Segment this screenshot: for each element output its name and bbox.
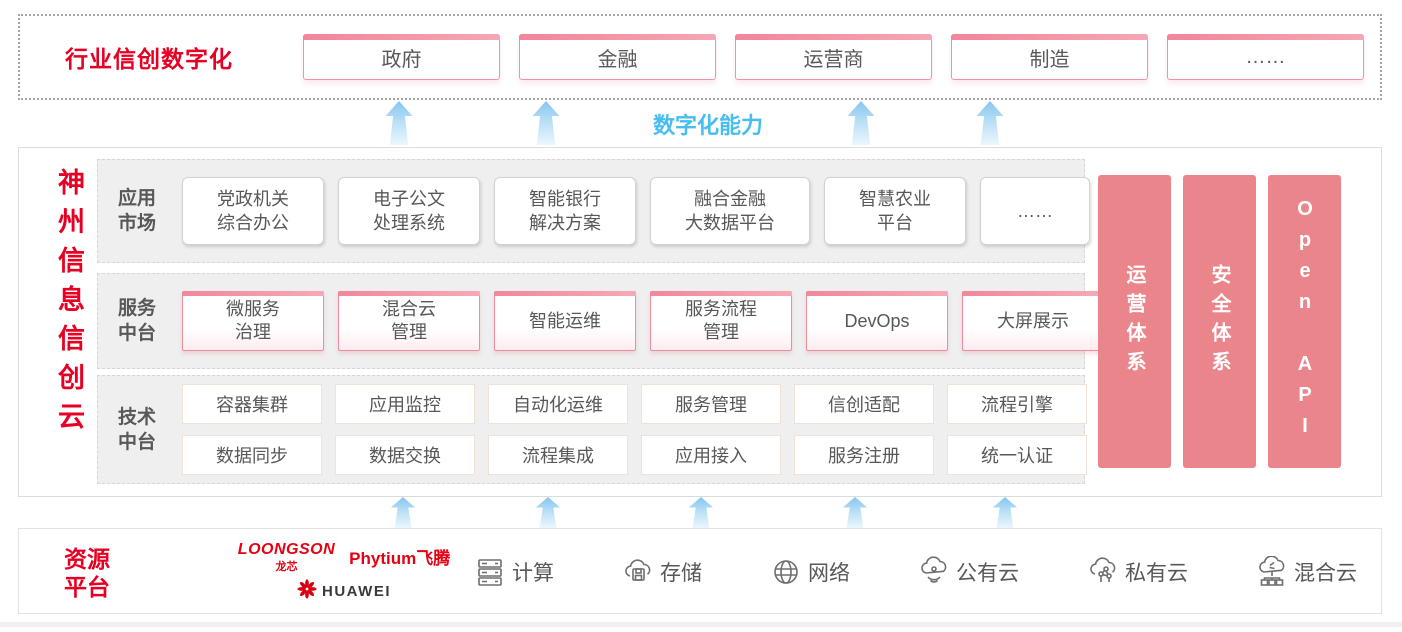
svc-box-service-process-mgmt: 服务流程 管理: [650, 291, 792, 351]
industry-band-title: 行业信创数字化: [65, 46, 233, 72]
private-cloud-icon: [1087, 556, 1119, 588]
up-arrow-icon: [385, 101, 413, 145]
resource-item-private-cloud: 私有云: [1087, 556, 1188, 588]
industry-box-finance: 金融: [519, 34, 716, 80]
pillar-security-system: 安全体系: [1183, 175, 1256, 468]
app-box-more: ……: [980, 177, 1090, 245]
svc-box-hybrid-cloud-mgmt: 混合云 管理: [338, 291, 480, 351]
public-cloud-icon: [918, 556, 950, 588]
up-arrow-icon: [532, 101, 560, 145]
tech-box-process-integration: 流程集成: [488, 435, 628, 475]
resource-item-network: 网络: [770, 556, 850, 588]
tech-box-service-mgmt: 服务管理: [641, 384, 781, 424]
resource-band: 资源 平台 LOONGSON 龙芯 Phytium飞腾: [18, 528, 1382, 614]
up-arrow-icon: [847, 101, 875, 145]
svc-box-big-screen: 大屏展示: [962, 291, 1104, 351]
capability-label: 数字化能力: [652, 113, 763, 138]
tech-box-data-exchange: 数据交换: [335, 435, 475, 475]
resource-item-hybrid-cloud: 混合云: [1256, 556, 1357, 588]
up-arrow-icon: [535, 497, 561, 528]
tech-middle-boxes: 容器集群 应用监控 自动化运维 服务管理 信创适配 流程引擎 数据同步 数据交换…: [182, 384, 1087, 475]
industry-box-operator: 运营商: [735, 34, 932, 80]
huawei-logo: HUAWEI: [219, 579, 469, 604]
vendor-logos: LOONGSON 龙芯 Phytium飞腾: [219, 541, 469, 604]
resource-item-compute: 计算: [474, 556, 554, 588]
service-middle-boxes: 微服务 治理 混合云 管理 智能运维 服务流程 管理 DevOps 大屏展示: [182, 291, 1104, 351]
svc-box-intelligent-ops: 智能运维: [494, 291, 636, 351]
platform-side-title: 神州信息信创云: [54, 168, 84, 441]
industry-box-manufacturing: 制造: [951, 34, 1148, 80]
resource-item-public-cloud: 公有云: [918, 556, 1019, 588]
svc-box-devops: DevOps: [806, 291, 948, 351]
tech-box-automated-ops: 自动化运维: [488, 384, 628, 424]
up-arrow-icon: [842, 497, 868, 528]
app-box-finance-bigdata: 融合金融 大数据平台: [650, 177, 810, 245]
hybrid-cloud-icon: [1256, 556, 1288, 588]
app-market-panel: 应用 市场 党政机关 综合办公 电子公文 处理系统 智能银行 解决方案 融合金融…: [97, 159, 1090, 263]
up-arrow-icon: [390, 497, 416, 528]
resource-item-storage: 存储: [622, 556, 702, 588]
industry-boxes: 政府 金融 运营商 制造 ……: [303, 34, 1364, 80]
up-arrow-icon: [976, 101, 1004, 145]
svc-box-microservice-governance: 微服务 治理: [182, 291, 324, 351]
tech-middle-label: 技术 中台: [118, 406, 157, 453]
huawei-flower-icon: [297, 579, 317, 604]
app-box-smart-agriculture: 智慧农业 平台: [824, 177, 966, 245]
platform-box: 神州信息信创云 应用 市场 党政机关 综合办公 电子公文 处理系统 智能银行 解…: [18, 147, 1382, 497]
industry-box-government: 政府: [303, 34, 500, 80]
resource-band-title: 资源 平台: [64, 546, 110, 600]
tech-box-app-monitoring: 应用监控: [335, 384, 475, 424]
phytium-logo: Phytium飞腾: [349, 549, 451, 568]
industry-band: 行业信创数字化 政府 金融 运营商 制造 ……: [18, 14, 1382, 100]
app-box-edoc-system: 电子公文 处理系统: [338, 177, 480, 245]
tech-box-data-sync: 数据同步: [182, 435, 322, 475]
tech-middle-panel: 技术 中台 容器集群 应用监控 自动化运维 服务管理 信创适配 流程引擎 数据同…: [97, 375, 1087, 484]
tech-box-process-engine: 流程引擎: [947, 384, 1087, 424]
app-market-label: 应用 市场: [118, 188, 157, 234]
pillar-open-api: Open API: [1268, 175, 1341, 468]
up-arrow-icon: [688, 497, 714, 528]
service-middle-label: 服务 中台: [118, 298, 157, 344]
tech-box-app-access: 应用接入: [641, 435, 781, 475]
service-middle-panel: 服务 中台 微服务 治理 混合云 管理 智能运维 服务流程 管理 DevOps …: [97, 273, 1104, 369]
compute-icon: [474, 556, 506, 588]
loongson-logo: LOONGSON 龙芯: [237, 541, 336, 573]
storage-icon: [622, 556, 654, 588]
app-box-smart-banking: 智能银行 解决方案: [494, 177, 636, 245]
network-icon: [770, 556, 802, 588]
resource-items: 计算 存储: [474, 529, 1357, 615]
industry-box-more: ……: [1167, 34, 1364, 80]
tech-box-container-cluster: 容器集群: [182, 384, 322, 424]
page-bottom-edge: [0, 622, 1402, 627]
pillar-operations-system: 运营体系: [1098, 175, 1171, 468]
tech-box-service-registry: 服务注册: [794, 435, 934, 475]
app-market-boxes: 党政机关 综合办公 电子公文 处理系统 智能银行 解决方案 融合金融 大数据平台…: [182, 177, 1090, 245]
tech-box-unified-auth: 统一认证: [947, 435, 1087, 475]
app-box-party-gov-office: 党政机关 综合办公: [182, 177, 324, 245]
tech-box-xinchuang-adaptation: 信创适配: [794, 384, 934, 424]
up-arrow-icon: [992, 497, 1018, 528]
